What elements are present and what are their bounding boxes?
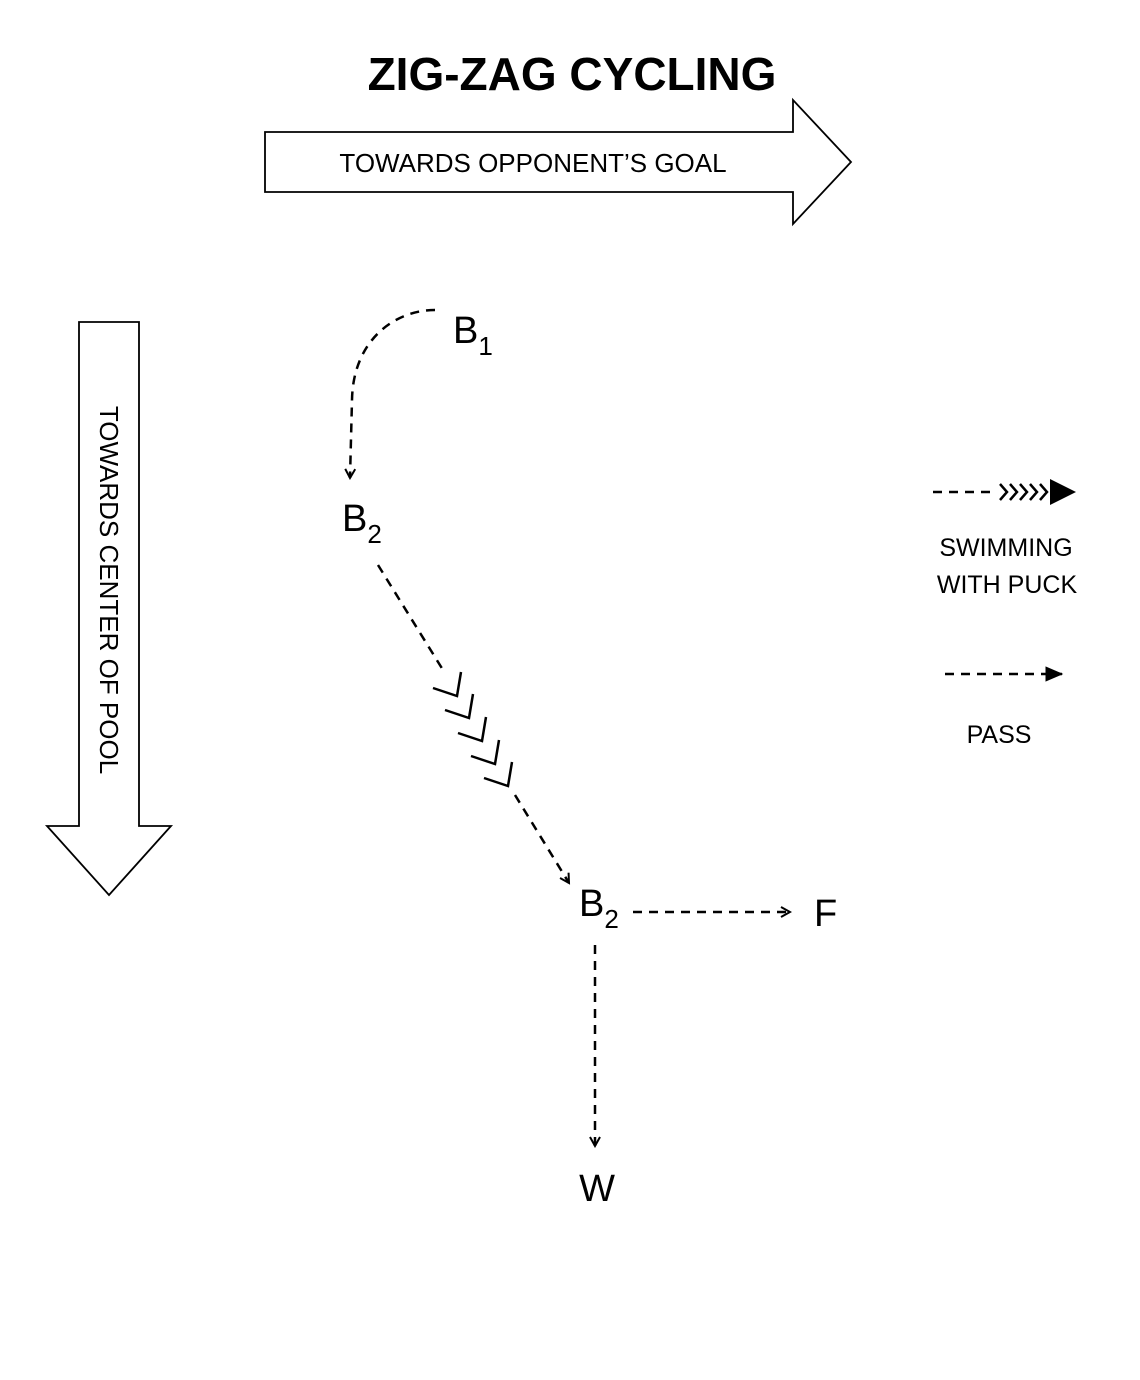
node-f: F (814, 893, 837, 935)
legend-swim-chevrons (999, 483, 1049, 501)
node-w: W (579, 1168, 615, 1210)
legend-swimming-with-puck: SWIMMING WITH PUCK (933, 479, 1077, 599)
node-b2-bottom: B2 (579, 883, 619, 934)
node-b1: B1 (453, 310, 493, 361)
node-b2-bottom-subscript: 2 (604, 904, 618, 934)
node-b2-top: B2 (342, 498, 382, 549)
swim-chevrons (432, 671, 514, 788)
node-b1-subscript: 1 (478, 331, 492, 361)
legend-swim-label-line2: WITH PUCK (937, 571, 1078, 599)
swim-path-dashed-start (376, 564, 445, 671)
node-b2-bottom-letter: B (579, 883, 604, 925)
center-direction-arrow (44, 321, 174, 897)
diagram-title: ZIG-ZAG CYCLING (368, 48, 777, 100)
legend-pass: PASS (945, 666, 1064, 749)
legend-swim-arrowhead (1050, 479, 1076, 505)
center-direction-label: TOWARDS CENTER OF POOL (94, 406, 124, 774)
node-b1-letter: B (453, 310, 478, 352)
svg-text:B2: B2 (579, 883, 619, 934)
node-b2-top-letter: B (342, 498, 367, 540)
goal-direction-arrow (264, 97, 853, 227)
node-b2-top-subscript: 2 (367, 519, 381, 549)
goal-direction-label: TOWARDS OPPONENT’S GOAL (339, 148, 726, 178)
svg-text:B1: B1 (453, 310, 493, 361)
pass-b1-to-b2-arrow (350, 308, 436, 478)
legend-pass-label: PASS (967, 721, 1032, 749)
svg-text:B2: B2 (342, 498, 382, 549)
swim-path-dashed-end (513, 794, 569, 883)
legend-swim-label-line1: SWIMMING (939, 534, 1072, 562)
